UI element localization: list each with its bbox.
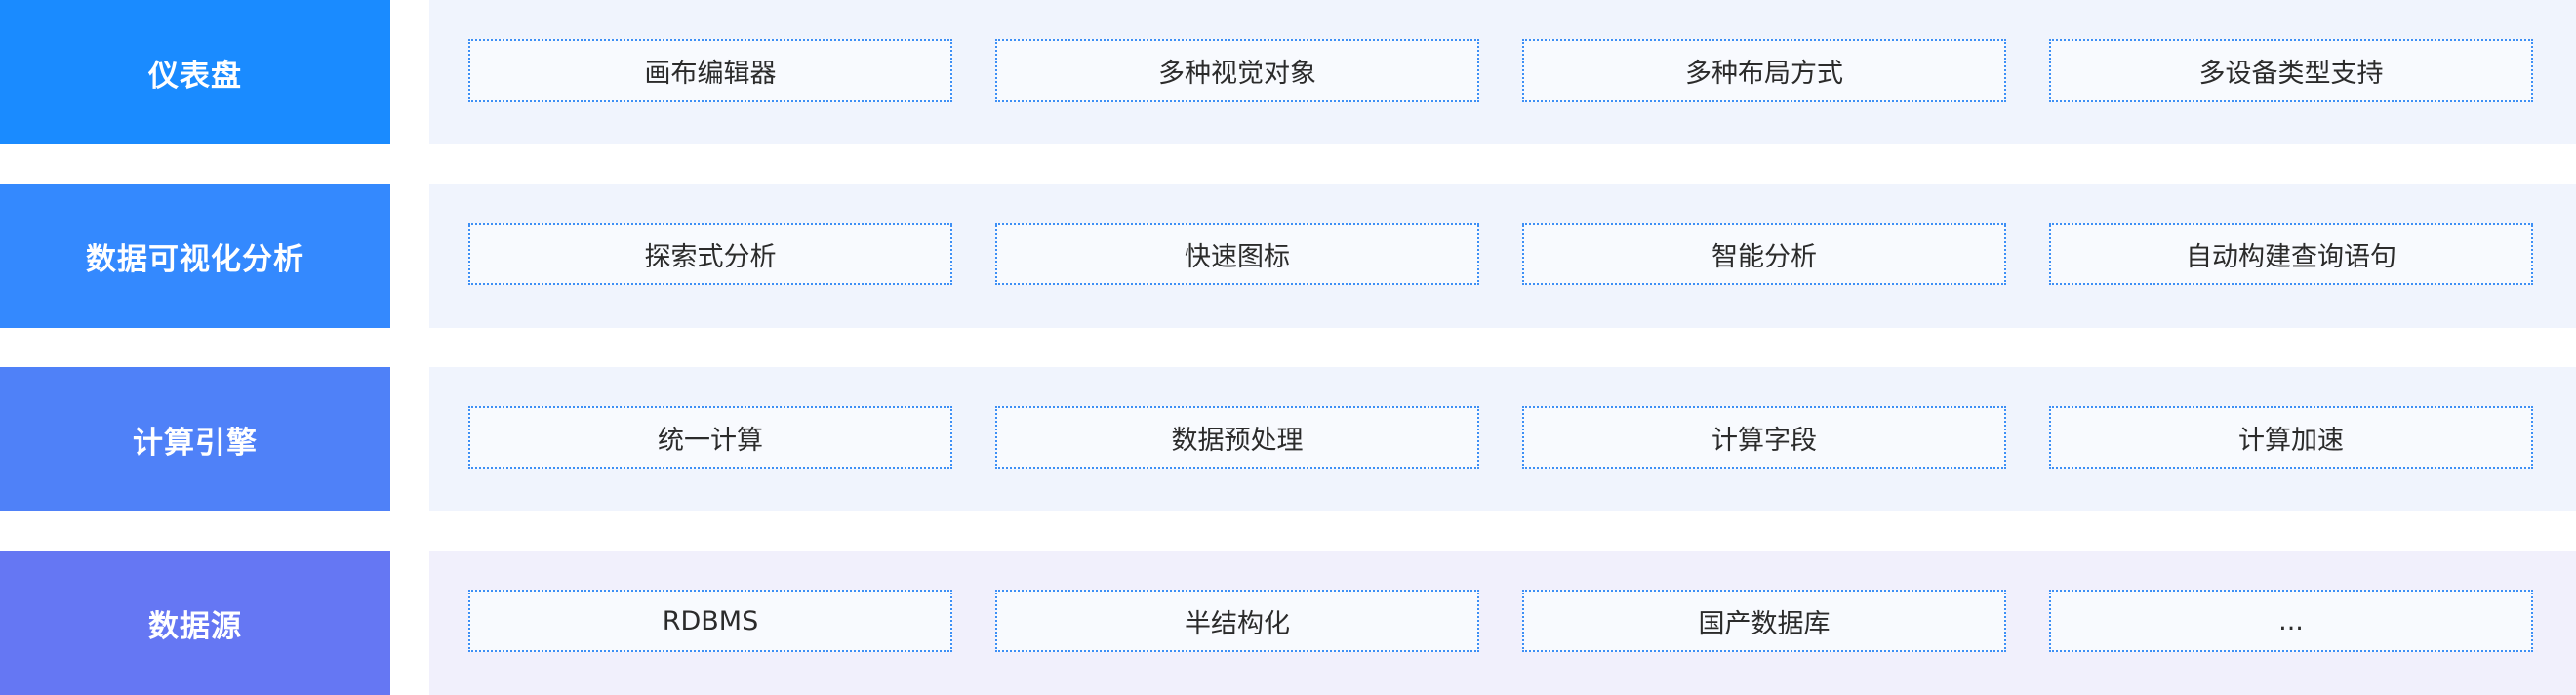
chip-unified-compute: 统一计算 xyxy=(468,406,952,469)
chip-more-ellipsis: ... xyxy=(2049,590,2533,652)
chip-rdbms: RDBMS xyxy=(468,590,952,652)
chip-quick-charts: 快速图标 xyxy=(995,223,1479,285)
chip-visual-objects: 多种视觉对象 xyxy=(995,39,1479,102)
layer-compute-engine: 计算引擎 统一计算 数据预处理 计算字段 计算加速 xyxy=(0,367,2576,511)
layer-panel-dashboard: 画布编辑器 多种视觉对象 多种布局方式 多设备类型支持 xyxy=(429,0,2576,144)
chip-computed-fields: 计算字段 xyxy=(1522,406,2006,469)
chip-smart-analysis: 智能分析 xyxy=(1522,223,2006,285)
chip-multi-device: 多设备类型支持 xyxy=(2049,39,2533,102)
layer-label-dashboard: 仪表盘 xyxy=(0,0,390,144)
chip-exploratory-analysis: 探索式分析 xyxy=(468,223,952,285)
layer-label-visual-analysis: 数据可视化分析 xyxy=(0,184,390,328)
chip-domestic-databases: 国产数据库 xyxy=(1522,590,2006,652)
layer-label-data-sources: 数据源 xyxy=(0,551,390,695)
chip-semi-structured: 半结构化 xyxy=(995,590,1479,652)
layer-label-compute-engine: 计算引擎 xyxy=(0,367,390,511)
chip-preprocessing: 数据预处理 xyxy=(995,406,1479,469)
layer-panel-visual-analysis: 探索式分析 快速图标 智能分析 自动构建查询语句 xyxy=(429,184,2576,328)
chip-canvas-editor: 画布编辑器 xyxy=(468,39,952,102)
layer-visual-analysis: 数据可视化分析 探索式分析 快速图标 智能分析 自动构建查询语句 xyxy=(0,184,2576,328)
layer-panel-data-sources: RDBMS 半结构化 国产数据库 ... xyxy=(429,551,2576,695)
layer-panel-compute-engine: 统一计算 数据预处理 计算字段 计算加速 xyxy=(429,367,2576,511)
layer-dashboard: 仪表盘 画布编辑器 多种视觉对象 多种布局方式 多设备类型支持 xyxy=(0,0,2576,144)
chip-layout-modes: 多种布局方式 xyxy=(1522,39,2006,102)
chip-auto-query: 自动构建查询语句 xyxy=(2049,223,2533,285)
chip-compute-acceleration: 计算加速 xyxy=(2049,406,2533,469)
layer-data-sources: 数据源 RDBMS 半结构化 国产数据库 ... xyxy=(0,551,2576,695)
